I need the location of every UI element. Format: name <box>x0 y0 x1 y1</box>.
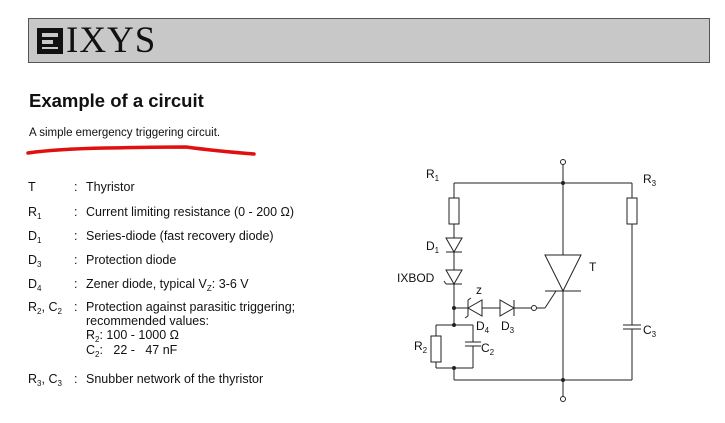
top-terminal <box>560 159 566 165</box>
resistor-r1 <box>448 197 460 225</box>
legend-description: Current limiting resistance (0 - 200 Ω) <box>86 205 295 219</box>
label-t: T <box>589 260 597 274</box>
legend-colon: : <box>74 277 78 291</box>
legend-symbol: D1 <box>28 229 42 245</box>
legend-description: Series-diode (fast recovery diode) <box>86 229 274 243</box>
legend-colon: : <box>74 205 78 219</box>
diode-d1 <box>445 237 463 254</box>
label-z: z <box>476 283 482 297</box>
resistor-r2 <box>430 335 442 363</box>
legend-symbol: T <box>28 180 36 194</box>
page-title: Example of a circuit <box>29 90 204 111</box>
legend-symbol: R3, C3 <box>28 372 62 388</box>
legend-colon: : <box>74 229 78 243</box>
bottom-terminal <box>560 396 566 402</box>
label-d1: D1 <box>426 239 440 255</box>
red-underline-mark <box>26 145 256 156</box>
logo: IXYS <box>37 22 156 60</box>
circuit-labels: R1 R3 D1 IXBOD T z D4 D3 R2 C2 C3 <box>397 167 657 357</box>
legend-description: Protection against parasitic triggering;… <box>86 300 296 359</box>
intro-text: A simple emergency triggering circuit. <box>29 127 221 139</box>
zener-diode-d4 <box>466 299 483 317</box>
legend-symbol: D4 <box>28 277 42 293</box>
legend-symbol: D3 <box>28 253 42 269</box>
legend-symbol: R1 <box>28 205 42 221</box>
logo-text: IXYS <box>66 20 157 61</box>
legend-description: Protection diode <box>86 253 177 267</box>
legend-description: Snubber network of the thyristor <box>86 372 264 386</box>
label-r1: R1 <box>426 167 440 183</box>
label-c2: C2 <box>481 341 495 357</box>
resistor-r3 <box>626 197 638 225</box>
label-r2: R2 <box>414 339 428 355</box>
label-d3: D3 <box>501 319 515 335</box>
legend-colon: : <box>74 372 78 386</box>
legend-description: Zener diode, typical VZ: 3-6 V <box>86 277 249 293</box>
label-r3: R3 <box>643 172 657 188</box>
legend-colon: : <box>74 300 78 314</box>
header-bar: IXYS <box>28 18 710 63</box>
legend-colon: : <box>74 180 78 194</box>
label-ixbod: IXBOD <box>397 271 435 285</box>
thyristor-t <box>544 254 582 293</box>
diode-d3 <box>499 299 516 317</box>
legend-description: Thyristor <box>86 180 135 194</box>
logo-mark-icon <box>37 28 63 54</box>
label-d4: D4 <box>476 319 490 335</box>
ixbod-device <box>445 269 463 286</box>
label-c3: C3 <box>643 323 657 339</box>
legend-symbol: R2, C2 <box>28 300 62 316</box>
legend-colon: : <box>74 253 78 267</box>
